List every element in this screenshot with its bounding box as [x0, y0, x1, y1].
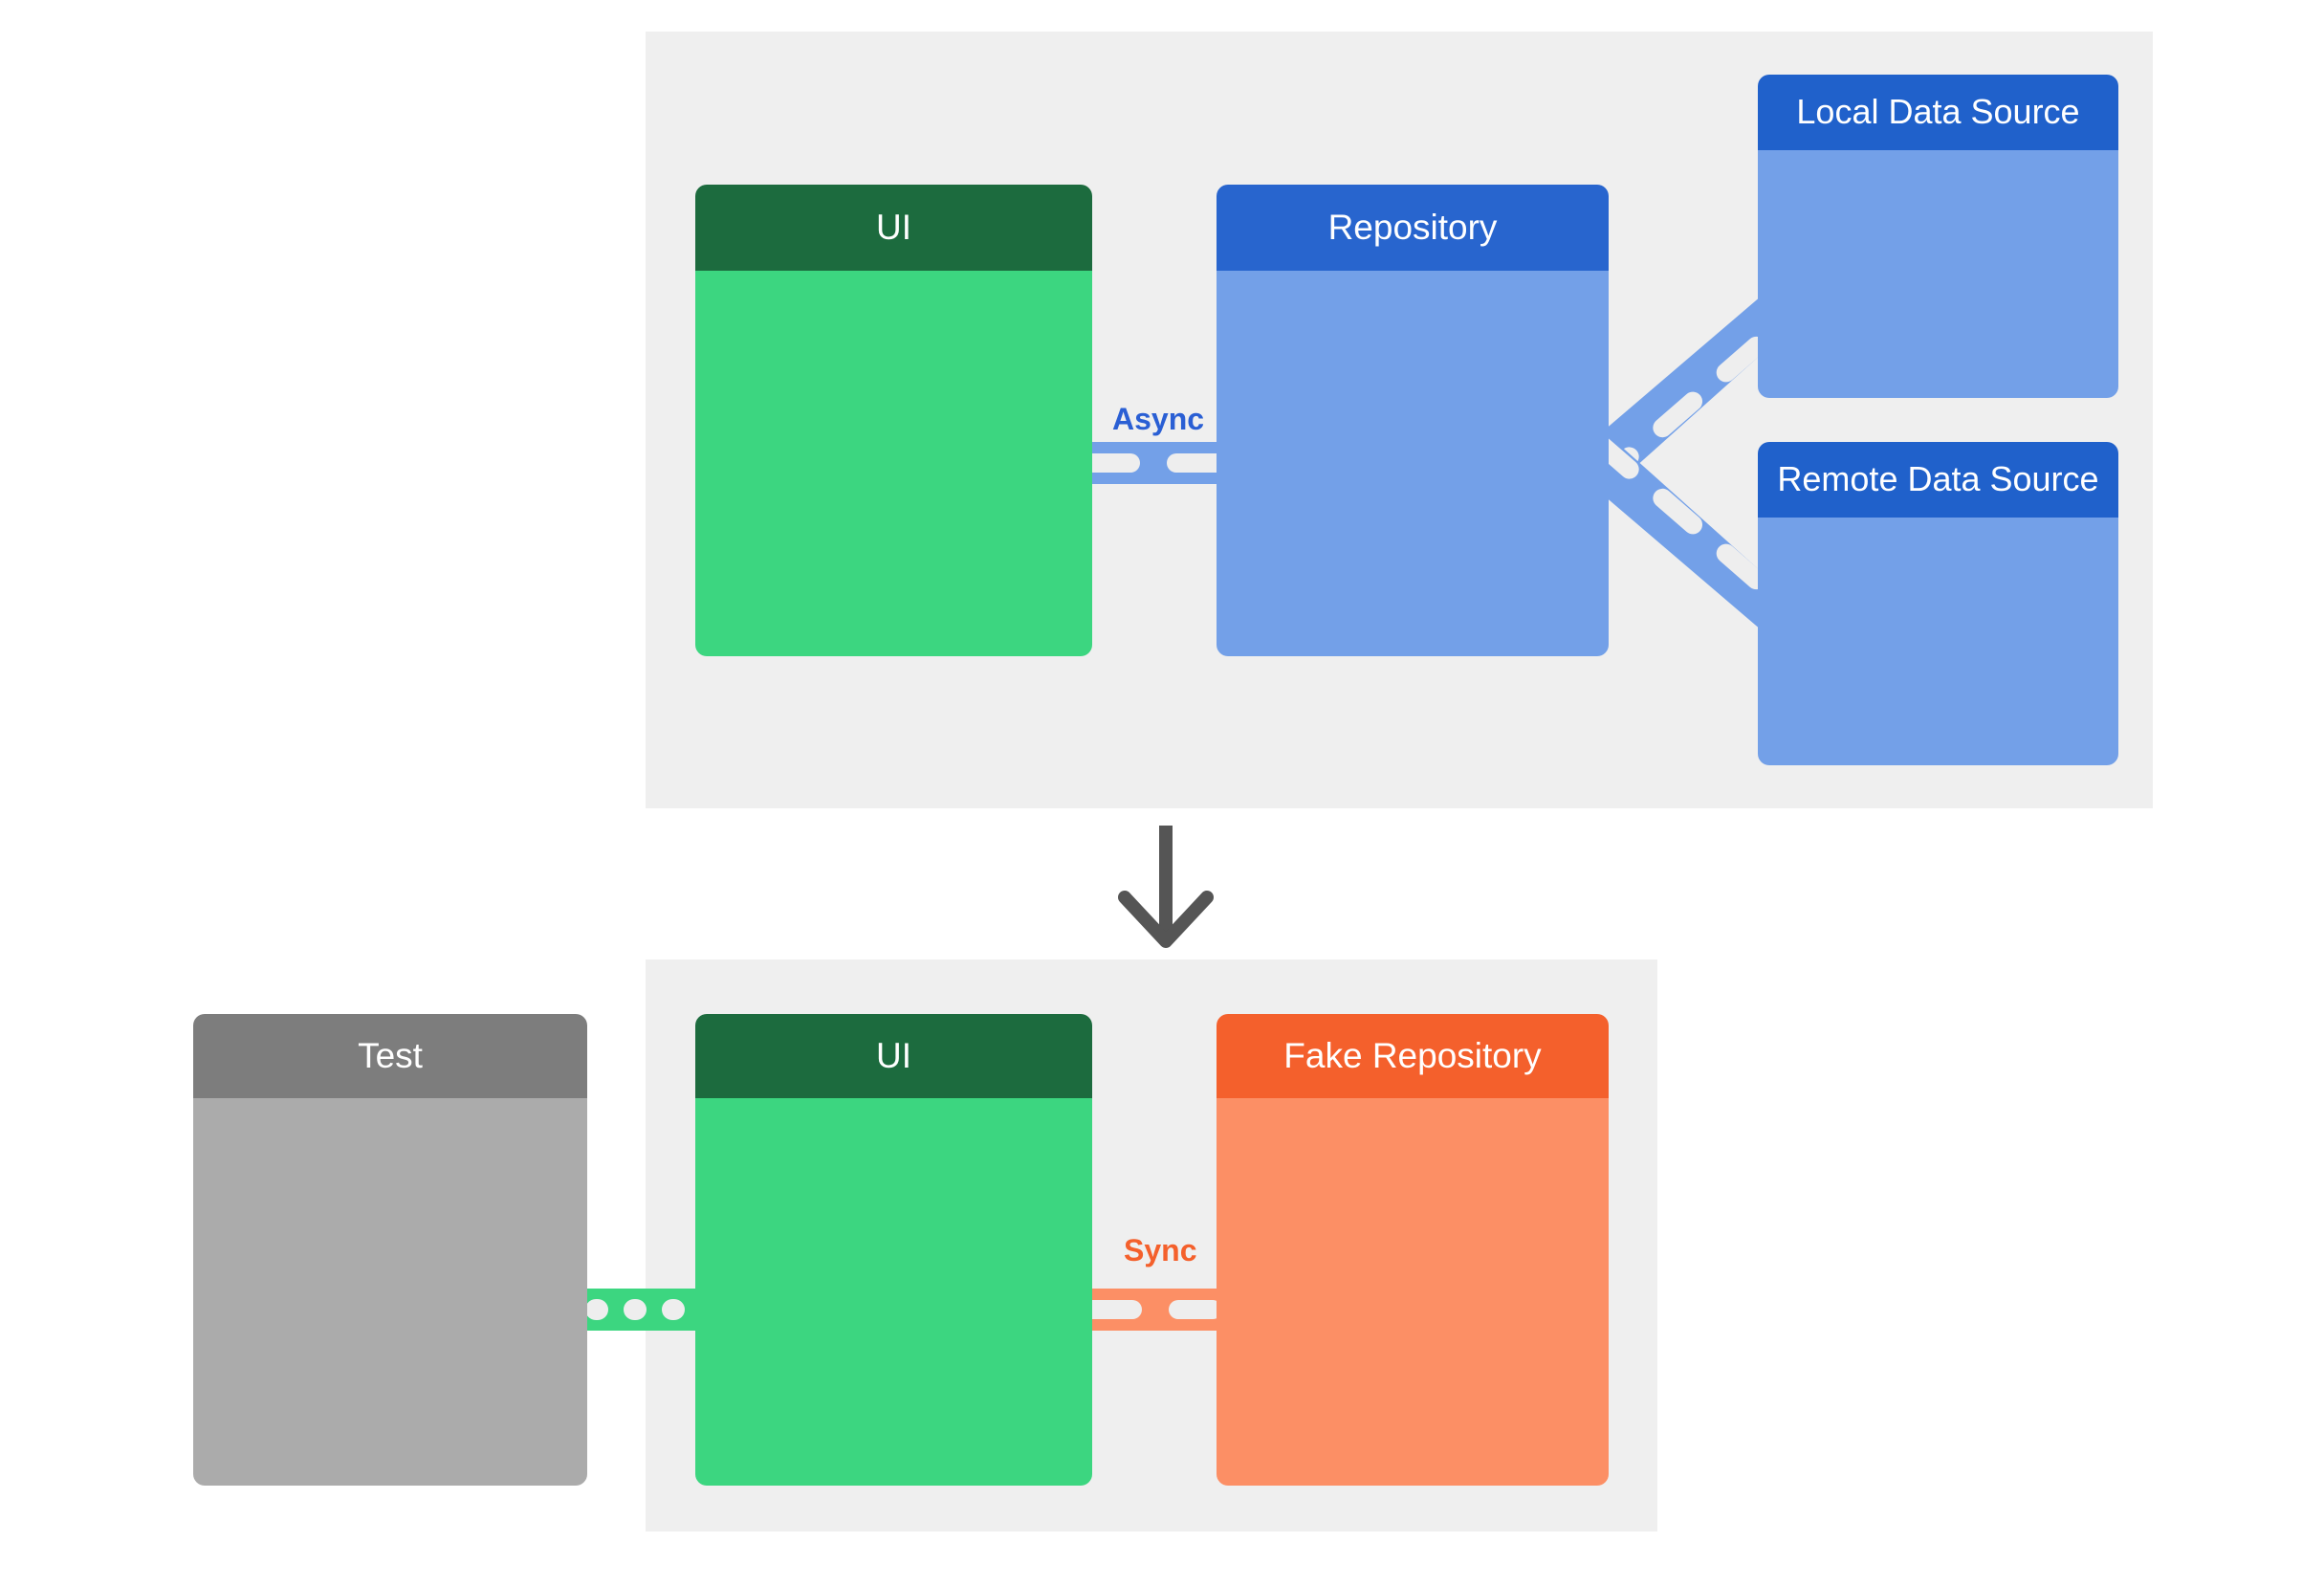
card-fake-repository[interactable]: Fake Repository	[1217, 1014, 1609, 1486]
down-arrow-icon	[1118, 826, 1214, 948]
card-ui-test-title: UI	[695, 1014, 1092, 1098]
edge-label-async: Async	[1112, 402, 1205, 436]
edge-label-sync: Sync	[1124, 1233, 1197, 1267]
card-remote-data-source-title: Remote Data Source	[1758, 442, 2118, 518]
card-local-data-source-title: Local Data Source	[1758, 75, 2118, 150]
card-ui-production-title: UI	[695, 185, 1092, 271]
card-local-data-source[interactable]: Local Data Source	[1758, 75, 2118, 398]
card-remote-data-source-body	[1758, 518, 2118, 765]
card-repository[interactable]: Repository	[1217, 185, 1609, 656]
card-test[interactable]: Test	[193, 1014, 587, 1486]
card-repository-body	[1217, 271, 1609, 656]
card-ui-production-body	[695, 271, 1092, 656]
card-fake-repository-body	[1217, 1098, 1609, 1486]
card-ui-test-body	[695, 1098, 1092, 1486]
card-local-data-source-body	[1758, 150, 2118, 398]
card-fake-repository-title: Fake Repository	[1217, 1014, 1609, 1098]
card-repository-title: Repository	[1217, 185, 1609, 271]
card-test-body	[193, 1098, 587, 1486]
card-ui-production[interactable]: UI	[695, 185, 1092, 656]
card-remote-data-source[interactable]: Remote Data Source	[1758, 442, 2118, 765]
card-test-title: Test	[193, 1014, 587, 1098]
card-ui-test[interactable]: UI	[695, 1014, 1092, 1486]
